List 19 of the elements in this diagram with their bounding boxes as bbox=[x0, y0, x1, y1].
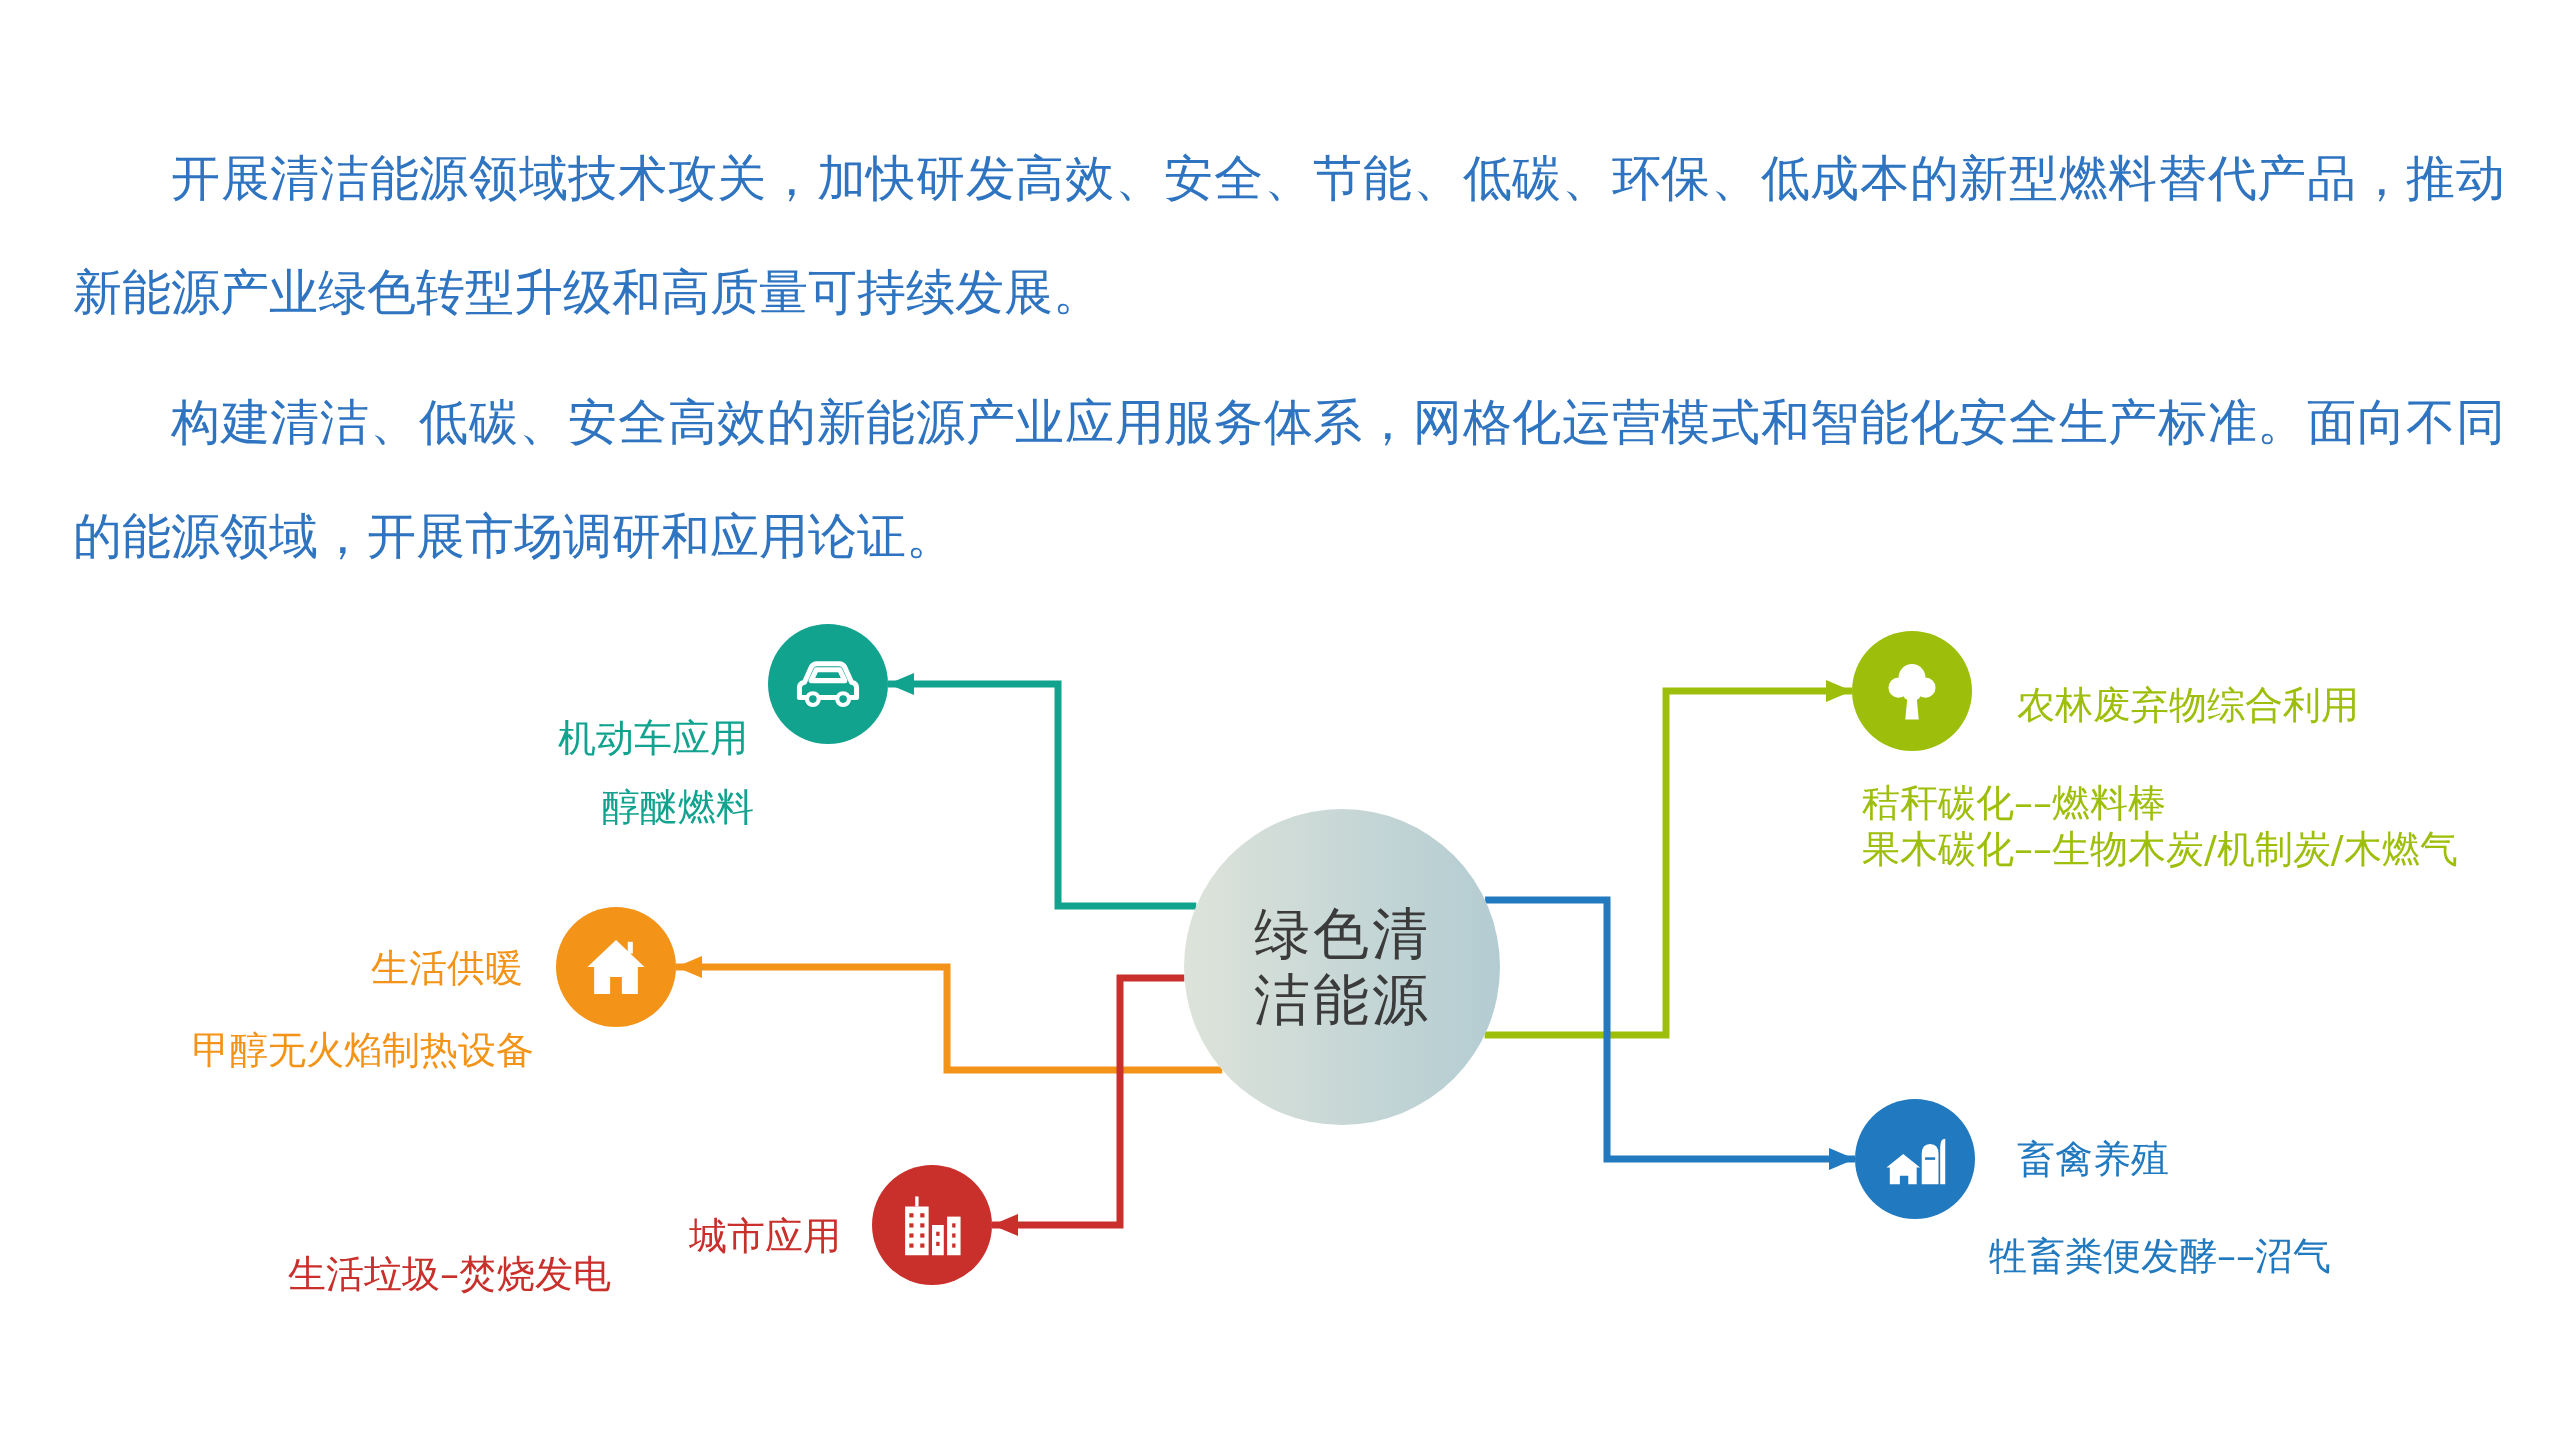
detail-text: 生活垃圾–焚烧发电 bbox=[288, 1255, 611, 1293]
hub-title: 绿色清洁能源 bbox=[1252, 901, 1432, 1033]
detail-text: 果木碳化––生物木炭/机制炭/木燃气 bbox=[1862, 830, 2458, 868]
arrow bbox=[992, 974, 1185, 1236]
arrow bbox=[1484, 680, 1852, 1039]
paragraph: 构建清洁、低碳、安全高效的新能源产业应用服务体系，网格化运营模式和智能化安全生产标准。面向不同的能源领域，开展市场调研和应用论证。 bbox=[73, 393, 2505, 567]
detail-text: 甲醇无火焰制热设备 bbox=[192, 1031, 534, 1069]
paragraph: 开展清洁能源领域技术攻关，加快研发高效、安全、节能、低碳、环保、低成本的新型燃料替代产品，推动新能源产业绿色转型升级和高质量可持续发展。 bbox=[73, 149, 2505, 323]
category-label: 城市应用 bbox=[689, 1217, 841, 1255]
arrow bbox=[1485, 896, 1855, 1170]
detail-text: 秸秆碳化––燃料棒 bbox=[1862, 784, 2166, 822]
category-label: 生活供暖 bbox=[371, 949, 523, 987]
arrow bbox=[888, 673, 1197, 910]
category-label: 畜禽养殖 bbox=[2017, 1140, 2169, 1178]
arrow bbox=[676, 956, 1223, 1074]
detail-text: 牲畜粪便发酵––沼气 bbox=[1989, 1237, 2331, 1275]
detail-text: 醇醚燃料 bbox=[602, 788, 754, 826]
category-label: 机动车应用 bbox=[558, 719, 748, 757]
category-label: 农林废弃物综合利用 bbox=[2017, 686, 2359, 724]
